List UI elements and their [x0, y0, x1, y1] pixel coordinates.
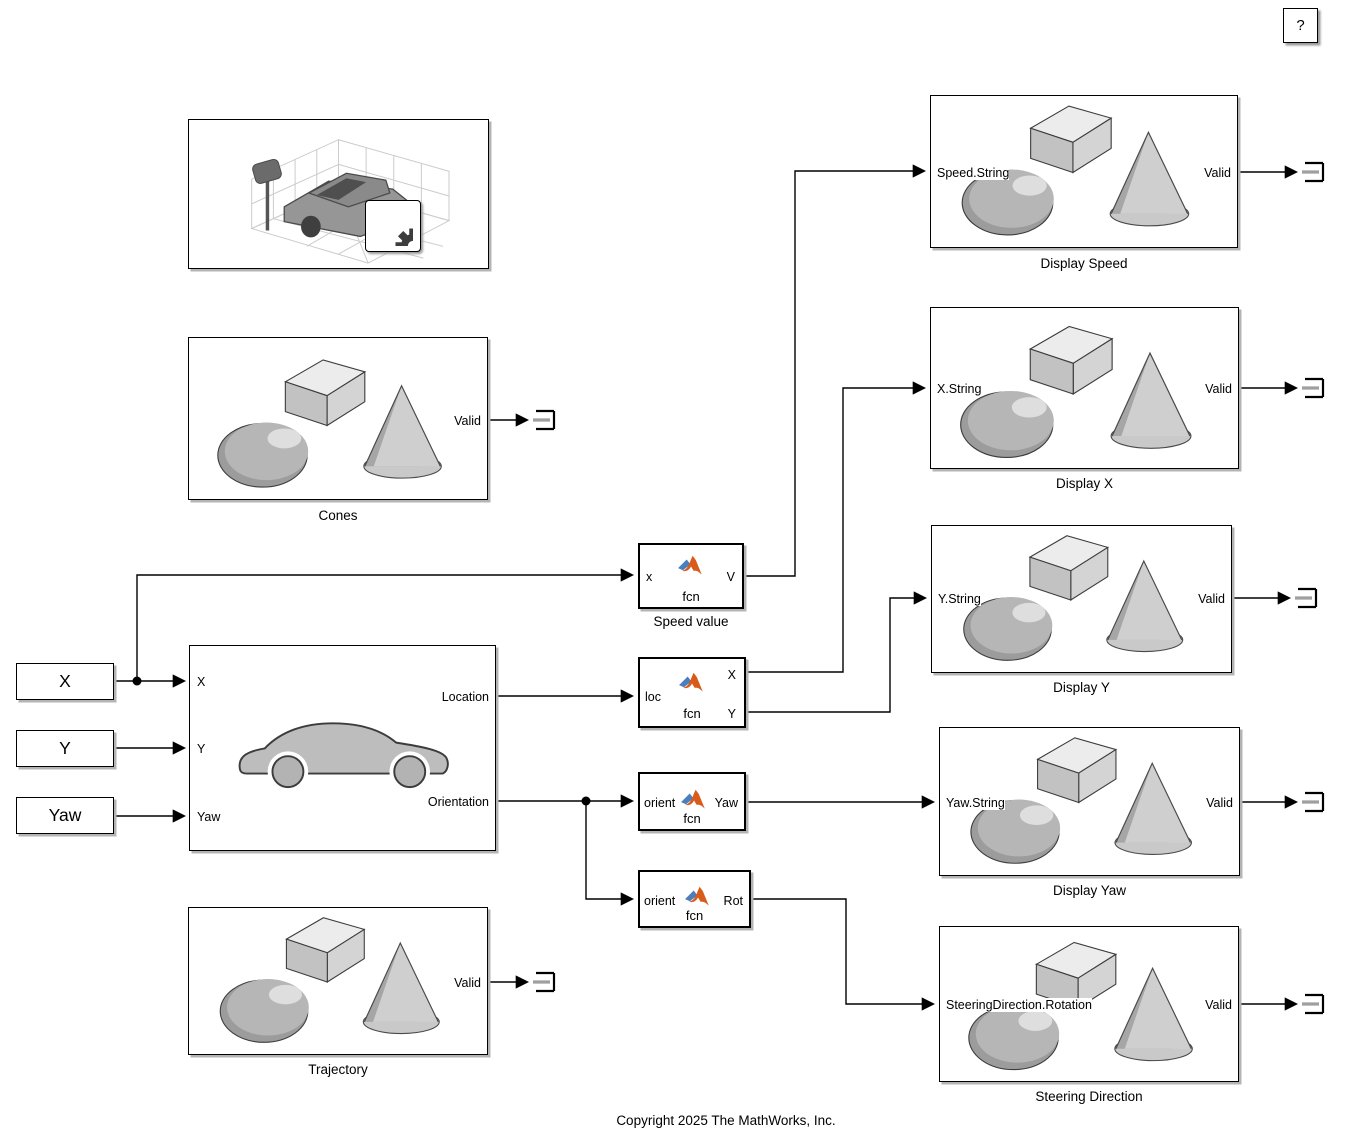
vehicle-port-yaw: Yaw — [197, 810, 221, 824]
location-fcn-block[interactable]: loc X Y fcn — [638, 657, 746, 728]
speed-value-in-port: x — [646, 570, 653, 584]
vehicle-port-orientation: Orientation — [427, 795, 489, 809]
display-y-valid-port: Valid — [1198, 592, 1225, 606]
source-y-label: Y — [59, 738, 71, 758]
display-yaw-in-port: Yaw.String — [946, 796, 1005, 810]
display-speed-valid-port: Valid — [1204, 166, 1231, 180]
yaw-fcn-out-port: Yaw — [714, 796, 738, 810]
source-block-y[interactable]: Y — [16, 730, 114, 767]
wire-y-to-display-y[interactable] — [747, 591, 927, 713]
rot-fcn-out-port: Rot — [723, 894, 743, 908]
terminator-display-yaw[interactable] — [1300, 791, 1325, 813]
branch-dot-orientation — [581, 796, 591, 806]
copyright-text: Copyright 2025 The MathWorks, Inc. — [616, 1113, 836, 1128]
rot-fcn-in-port: orient — [644, 894, 676, 908]
help-block[interactable]: ? — [1283, 8, 1318, 43]
display-x-in-port: X.String — [937, 382, 982, 396]
display-yaw-valid-port: Valid — [1206, 796, 1233, 810]
wire-x-branch-to-speed-value[interactable] — [136, 568, 634, 681]
matlab-fcn-icon — [678, 555, 702, 575]
display-y-in-port: Y.String — [938, 592, 981, 606]
matlab-fcn-icon — [679, 672, 703, 692]
terminator-steering[interactable] — [1300, 993, 1325, 1015]
display-speed-label: Display Speed — [1040, 256, 1128, 271]
steering-direction-block[interactable]: SteeringDirection.Rotation Valid — [939, 926, 1239, 1082]
wire-rot-to-steering[interactable] — [752, 898, 935, 1011]
fcn-text: fcn — [683, 706, 701, 721]
display-x-label: Display X — [1055, 476, 1114, 491]
car-side-icon — [238, 722, 449, 793]
scene-3d-icon — [249, 138, 451, 265]
speed-value-label: Speed value — [653, 614, 729, 629]
vehicle-port-y: Y — [197, 742, 206, 756]
source-yaw-label: Yaw — [48, 805, 82, 825]
wire-x-to-display-x[interactable] — [747, 381, 926, 673]
branch-dot-x — [132, 676, 142, 686]
fcn-text: fcn — [685, 908, 704, 923]
display-x-valid-port: Valid — [1205, 382, 1232, 396]
terminator-trajectory[interactable] — [531, 971, 556, 993]
scene-configuration-block[interactable] — [188, 119, 489, 269]
cones-valid-port: Valid — [454, 414, 481, 428]
cones-label: Cones — [318, 508, 358, 523]
shapes-3d-icon — [217, 359, 442, 488]
gear-icon — [395, 228, 413, 246]
wire-orientation-branch-to-rot-fcn[interactable] — [585, 801, 634, 906]
terminator-display-x[interactable] — [1300, 377, 1325, 399]
source-x-label: X — [59, 671, 71, 691]
display-speed-in-port: Speed.String — [937, 166, 1010, 180]
fcn-text: fcn — [683, 811, 701, 826]
trajectory-label: Trajectory — [308, 1062, 368, 1077]
terminator-cones[interactable] — [531, 409, 556, 431]
display-yaw-block[interactable]: Yaw.String Valid — [939, 727, 1240, 876]
speed-value-out-port: V — [726, 570, 735, 584]
help-label: ? — [1296, 17, 1305, 34]
vehicle-port-location: Location — [441, 690, 489, 704]
terminator-display-y[interactable] — [1293, 587, 1318, 609]
rot-fcn-block[interactable]: orient Rot fcn — [638, 870, 751, 928]
steering-in-port: SteeringDirection.Rotation — [946, 998, 1092, 1012]
scene-config-gear-panel[interactable] — [365, 200, 421, 252]
loc-out-y-port: Y — [727, 707, 736, 721]
matlab-fcn-icon — [685, 886, 709, 906]
display-yaw-label: Display Yaw — [1052, 883, 1127, 898]
display-y-label: Display Y — [1053, 680, 1110, 695]
speed-value-fcn-block[interactable]: x V fcn — [638, 543, 744, 609]
source-block-yaw[interactable]: Yaw — [16, 797, 114, 834]
terminator-display-speed[interactable] — [1300, 161, 1325, 183]
vehicle-port-x: X — [197, 675, 206, 689]
matlab-fcn-icon — [681, 789, 705, 809]
source-block-x[interactable]: X — [16, 663, 114, 700]
loc-out-x-port: X — [727, 668, 736, 682]
fcn-text: fcn — [682, 589, 700, 604]
trajectory-block[interactable]: Valid — [188, 907, 488, 1055]
steering-valid-port: Valid — [1205, 998, 1232, 1012]
loc-in-port: loc — [645, 690, 661, 704]
cones-block[interactable]: Valid — [188, 337, 488, 500]
shapes-3d-icon — [219, 917, 440, 1043]
display-speed-block[interactable]: Speed.String Valid — [930, 95, 1238, 248]
vehicle-subsystem-block[interactable]: X Y Yaw Location Orientation — [189, 645, 496, 851]
trajectory-valid-port: Valid — [454, 976, 481, 990]
yaw-fcn-in-port: orient — [644, 796, 676, 810]
display-x-block[interactable]: X.String Valid — [930, 307, 1239, 469]
display-y-block[interactable]: Y.String Valid — [931, 525, 1232, 673]
steering-direction-label: Steering Direction — [1035, 1089, 1143, 1104]
wire-v-to-display-speed[interactable] — [745, 164, 926, 577]
yaw-fcn-block[interactable]: orient Yaw fcn — [638, 772, 746, 831]
